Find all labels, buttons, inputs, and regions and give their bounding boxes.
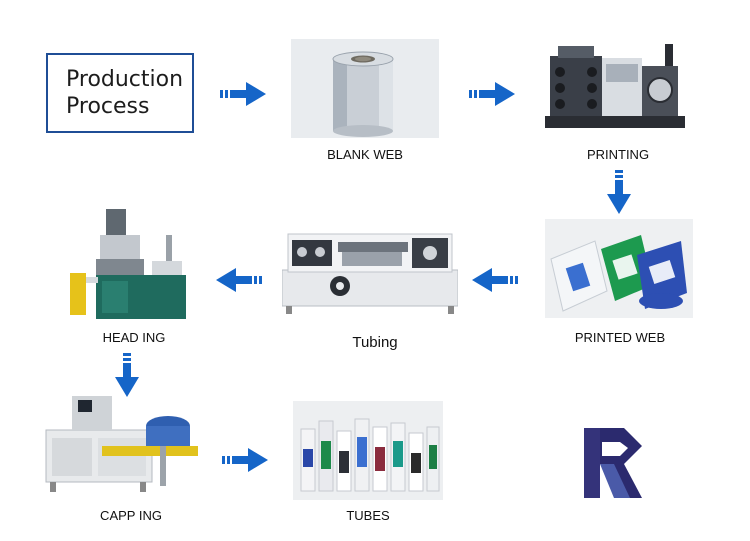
title-line-2: Process	[66, 94, 150, 119]
tubes-image	[293, 401, 443, 500]
capping-machine-image	[42, 386, 198, 494]
brand-logo	[584, 428, 642, 498]
step-label-heading: HEAD ING	[102, 330, 166, 345]
step-label-tubing: Tubing	[352, 334, 398, 351]
step-label-capping: CAPP ING	[100, 508, 162, 523]
step-label-blank-web: BLANK WEB	[327, 147, 403, 162]
step-label-tubes: TUBES	[346, 508, 390, 523]
arrow-down-icon	[115, 353, 139, 397]
heading-machine-image	[66, 205, 190, 323]
title-box: Production Process	[46, 53, 194, 133]
step-label-printing: PRINTING	[586, 147, 650, 162]
arrow-right-icon	[469, 82, 515, 106]
printed-web-image	[545, 219, 693, 318]
arrow-right-icon	[220, 82, 266, 106]
title-line-1: Production	[66, 67, 184, 92]
step-label-printed-web: PRINTED WEB	[574, 330, 666, 345]
arrow-left-icon	[472, 268, 518, 292]
blank-web-image	[291, 39, 439, 138]
arrow-down-icon	[607, 170, 631, 214]
arrow-right-icon	[222, 448, 268, 472]
tubing-machine-image	[281, 222, 459, 314]
arrow-left-icon	[216, 268, 262, 292]
printing-press-image	[540, 38, 690, 138]
